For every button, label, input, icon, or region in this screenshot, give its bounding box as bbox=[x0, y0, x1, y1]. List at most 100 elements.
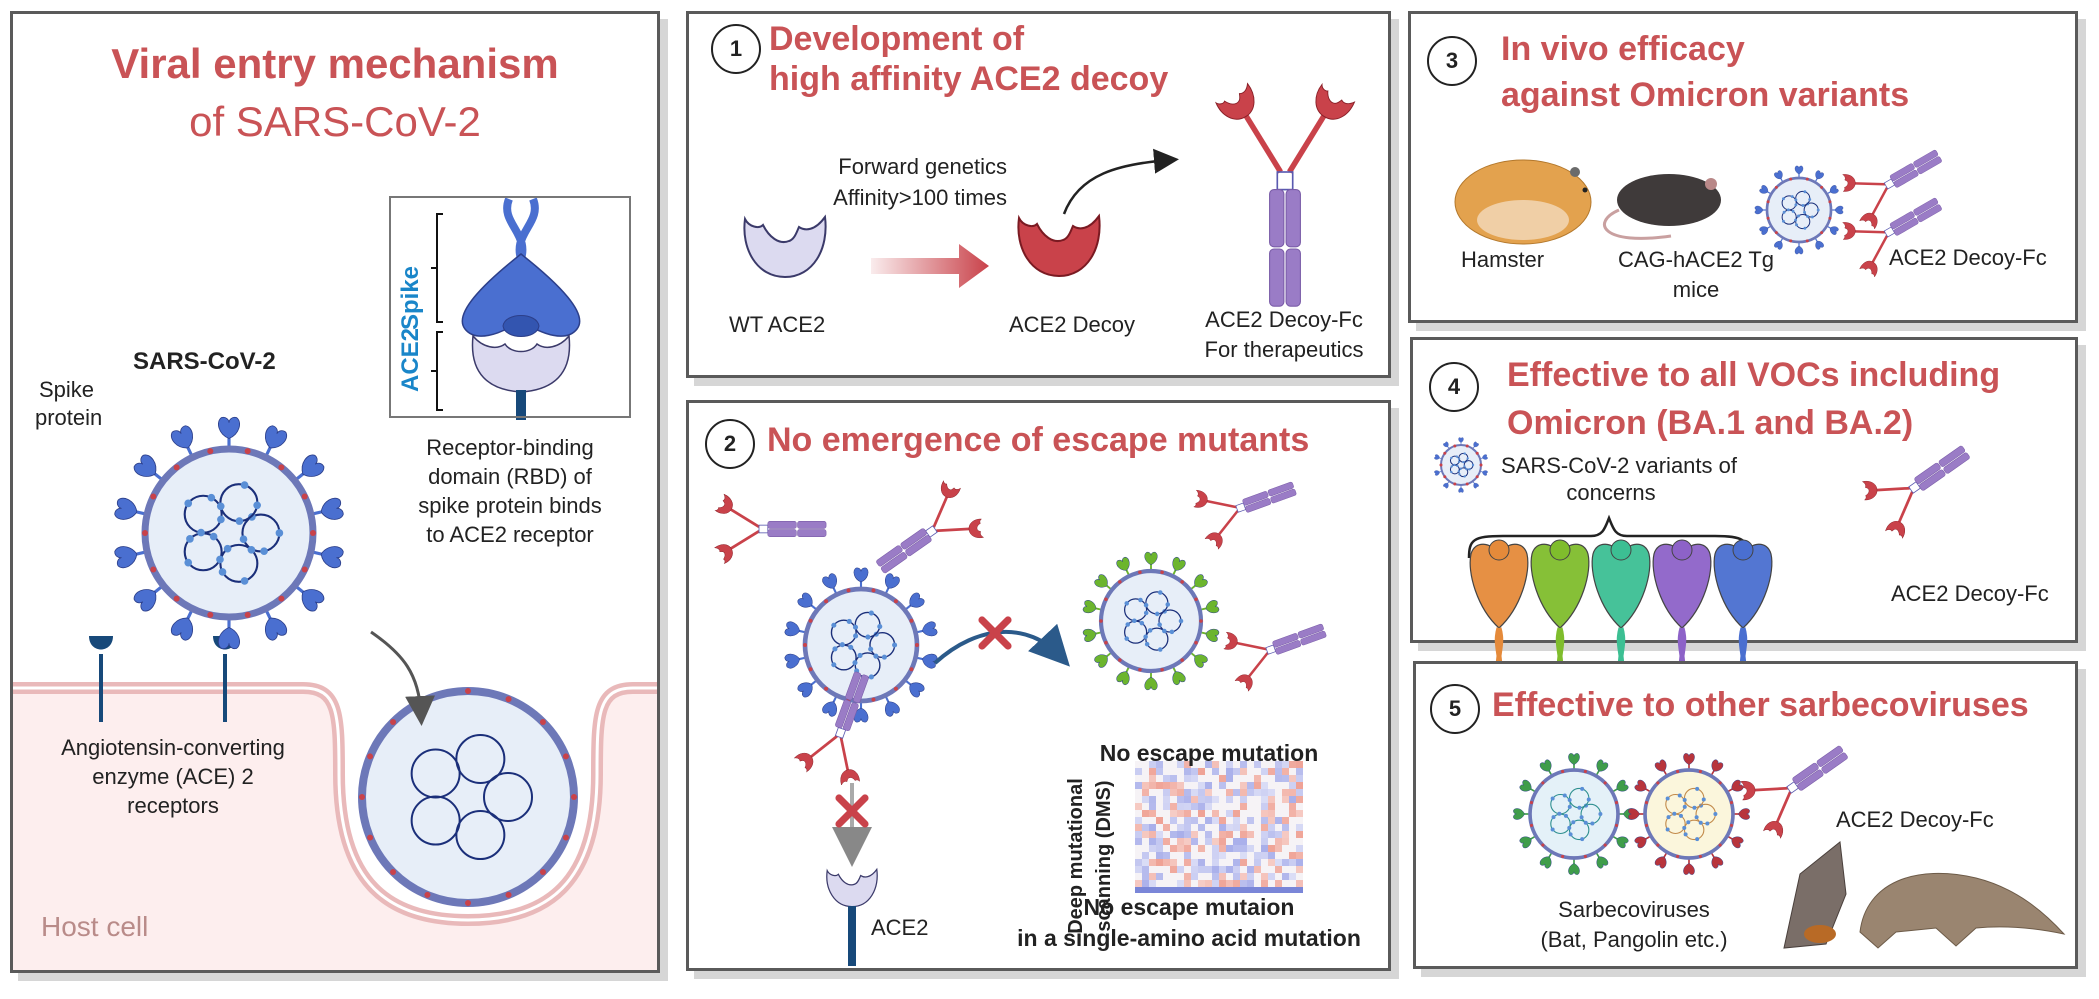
fc-domain bbox=[1943, 452, 1970, 474]
fc-arm-right bbox=[1854, 182, 1886, 186]
nucleocapsid bbox=[831, 662, 837, 668]
membrane-protein bbox=[424, 891, 431, 898]
heatmap-cell bbox=[1198, 852, 1205, 859]
spike-head bbox=[1794, 245, 1804, 255]
nucleocapsid bbox=[1125, 622, 1131, 627]
heatmap-cell bbox=[1191, 880, 1198, 887]
heatmap-cell bbox=[1212, 817, 1219, 824]
nucleocapsid bbox=[1686, 820, 1691, 825]
cup-shape bbox=[793, 752, 814, 773]
heatmap-cell bbox=[1142, 880, 1149, 887]
membrane-protein bbox=[1789, 239, 1793, 243]
spike-head bbox=[1094, 574, 1108, 588]
fc-domain bbox=[876, 545, 903, 567]
heatmap-cell bbox=[1163, 775, 1170, 782]
membrane-protein bbox=[1199, 619, 1203, 623]
heatmap-cell bbox=[1226, 852, 1233, 859]
heatmap-cell bbox=[1219, 866, 1226, 873]
heatmap-cell bbox=[1184, 859, 1191, 866]
membrane-protein bbox=[1676, 854, 1680, 859]
heatmap-cell bbox=[1289, 789, 1296, 796]
heatmap-cell bbox=[1184, 824, 1191, 831]
heatmap-cell bbox=[1163, 845, 1170, 852]
membrane-protein bbox=[1603, 843, 1607, 847]
spike-head bbox=[1774, 170, 1783, 180]
nucleocapsid bbox=[1682, 798, 1687, 803]
heatmap-cell bbox=[1268, 768, 1275, 775]
nucleocapsid bbox=[1571, 820, 1576, 825]
spike-protein-icon bbox=[1472, 441, 1479, 450]
heatmap-cell bbox=[1156, 880, 1163, 887]
heatmap-cell bbox=[1177, 824, 1184, 831]
nucleocapsid bbox=[260, 547, 268, 556]
spike-head bbox=[1634, 779, 1647, 792]
panel-5-sarbecoviruses: 5 Effective to other sarbecoviruses Sarb… bbox=[1413, 661, 2078, 969]
heatmap-cell bbox=[1198, 789, 1205, 796]
virus-icon bbox=[1434, 437, 1488, 493]
spike-head bbox=[885, 701, 900, 717]
heatmap-cell bbox=[1275, 761, 1282, 768]
spike-head bbox=[320, 546, 344, 569]
cup-shape bbox=[1861, 481, 1878, 501]
heatmap-cell bbox=[1163, 810, 1170, 817]
heatmap-cell bbox=[1275, 873, 1282, 880]
spike-head bbox=[170, 425, 193, 449]
membrane-protein bbox=[1644, 801, 1649, 805]
membrane-protein bbox=[1443, 451, 1447, 455]
decoy-head-right bbox=[1223, 631, 1238, 650]
viral-envelope bbox=[1098, 568, 1204, 674]
heatmap-cell bbox=[1275, 845, 1282, 852]
rbd-caption-3: spike protein binds bbox=[418, 493, 602, 518]
nucleocapsid bbox=[1178, 618, 1184, 624]
nucleocapsid bbox=[1665, 827, 1670, 832]
heatmap-cell bbox=[1156, 838, 1163, 845]
heatmap-cell bbox=[1268, 775, 1275, 782]
heatmap-cell bbox=[1219, 789, 1226, 796]
fc-domain bbox=[1889, 211, 1915, 230]
spike-head bbox=[218, 627, 240, 650]
spike-head bbox=[1683, 753, 1695, 765]
sarbeco-label-2: (Bat, Pangolin etc.) bbox=[1540, 927, 1728, 952]
heatmap-cell bbox=[1205, 880, 1212, 887]
heatmap-cell bbox=[1219, 768, 1226, 775]
heatmap-cell bbox=[1261, 796, 1268, 803]
heatmap-cell bbox=[1205, 761, 1212, 768]
cup-shape bbox=[1842, 222, 1856, 240]
membrane-protein bbox=[1583, 854, 1587, 859]
viral-envelope bbox=[1765, 176, 1833, 244]
cup-shape bbox=[826, 867, 878, 908]
nucleocapsid bbox=[1782, 219, 1785, 223]
spike-head bbox=[1094, 654, 1108, 668]
heatmap-cell bbox=[1212, 866, 1219, 873]
heatmap-cell bbox=[1254, 817, 1261, 824]
heatmap-cell bbox=[1198, 866, 1205, 873]
heatmap-cell bbox=[1226, 824, 1233, 831]
heatmap-cell bbox=[1261, 761, 1268, 768]
membrane-protein bbox=[1561, 854, 1565, 859]
spike-head bbox=[1194, 574, 1208, 588]
heatmap-cell bbox=[1177, 768, 1184, 775]
panel-1-title-line1: Development of bbox=[769, 20, 1025, 58]
viral-envelope bbox=[1440, 444, 1482, 486]
heatmap-cell bbox=[1149, 775, 1156, 782]
nucleocapsid bbox=[1795, 223, 1798, 227]
heatmap-cell bbox=[1254, 880, 1261, 887]
heatmap-cell bbox=[1198, 810, 1205, 817]
nucleocapsid bbox=[1165, 602, 1171, 607]
nucleocapsid bbox=[892, 642, 898, 648]
nucleocapsid bbox=[1550, 827, 1555, 832]
fc-arm-left bbox=[729, 530, 760, 550]
nucleocapsid bbox=[247, 545, 256, 554]
rbd-caption-2: domain (RBD) of bbox=[428, 464, 592, 489]
heatmap-cell bbox=[1240, 866, 1247, 873]
panel-4-title-line2: Omicron (BA.1 and BA.2) bbox=[1507, 404, 1914, 442]
membrane-protein bbox=[1698, 854, 1702, 859]
heatmap-cell bbox=[1254, 782, 1261, 789]
spike-head bbox=[1568, 863, 1580, 875]
rna-loop bbox=[410, 748, 461, 799]
heatmap-cell bbox=[1275, 831, 1282, 838]
membrane-protein bbox=[505, 891, 512, 898]
nucleocapsid bbox=[1677, 793, 1682, 798]
nucleocapsid bbox=[1162, 628, 1167, 634]
membrane-protein bbox=[505, 696, 512, 703]
